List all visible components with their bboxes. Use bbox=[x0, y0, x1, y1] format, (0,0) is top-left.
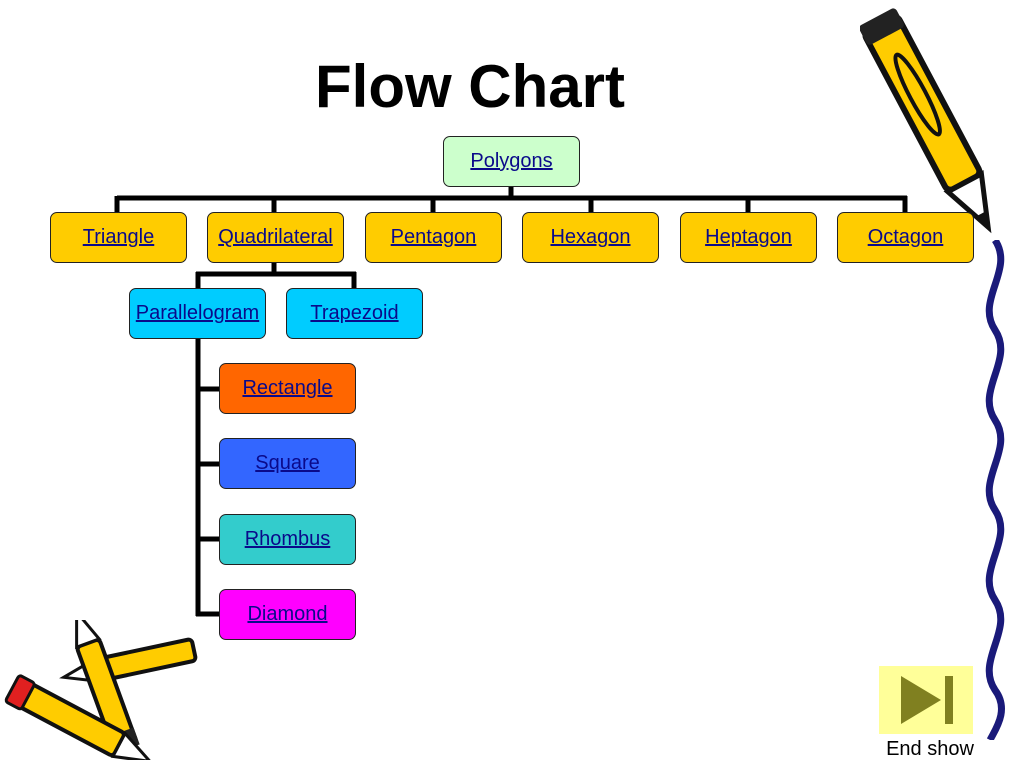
node-hexagon[interactable]: Hexagon bbox=[522, 212, 659, 263]
end-show-label: End show bbox=[886, 738, 974, 760]
node-pentagon[interactable]: Pentagon bbox=[365, 212, 502, 263]
node-diamond[interactable]: Diamond bbox=[219, 589, 356, 640]
node-heptagon[interactable]: Heptagon bbox=[680, 212, 817, 263]
node-octagon[interactable]: Octagon bbox=[837, 212, 974, 263]
pencil-clipart-icon bbox=[860, 8, 992, 234]
node-triangle[interactable]: Triangle bbox=[50, 212, 187, 263]
node-trapezoid[interactable]: Trapezoid bbox=[286, 288, 423, 339]
node-quadrilateral[interactable]: Quadrilateral bbox=[207, 212, 344, 263]
wavy-line-decoration bbox=[985, 240, 1005, 740]
pencils-clipart-icon bbox=[4, 620, 198, 760]
page-title: Flow Chart bbox=[315, 53, 625, 120]
node-parallelogram[interactable]: Parallelogram bbox=[129, 288, 266, 339]
node-rhombus[interactable]: Rhombus bbox=[219, 514, 356, 565]
skip-to-end-icon bbox=[901, 676, 953, 724]
end-show-button[interactable] bbox=[879, 666, 973, 734]
node-rectangle[interactable]: Rectangle bbox=[219, 363, 356, 414]
node-polygons[interactable]: Polygons bbox=[443, 136, 580, 187]
node-square[interactable]: Square bbox=[219, 438, 356, 489]
